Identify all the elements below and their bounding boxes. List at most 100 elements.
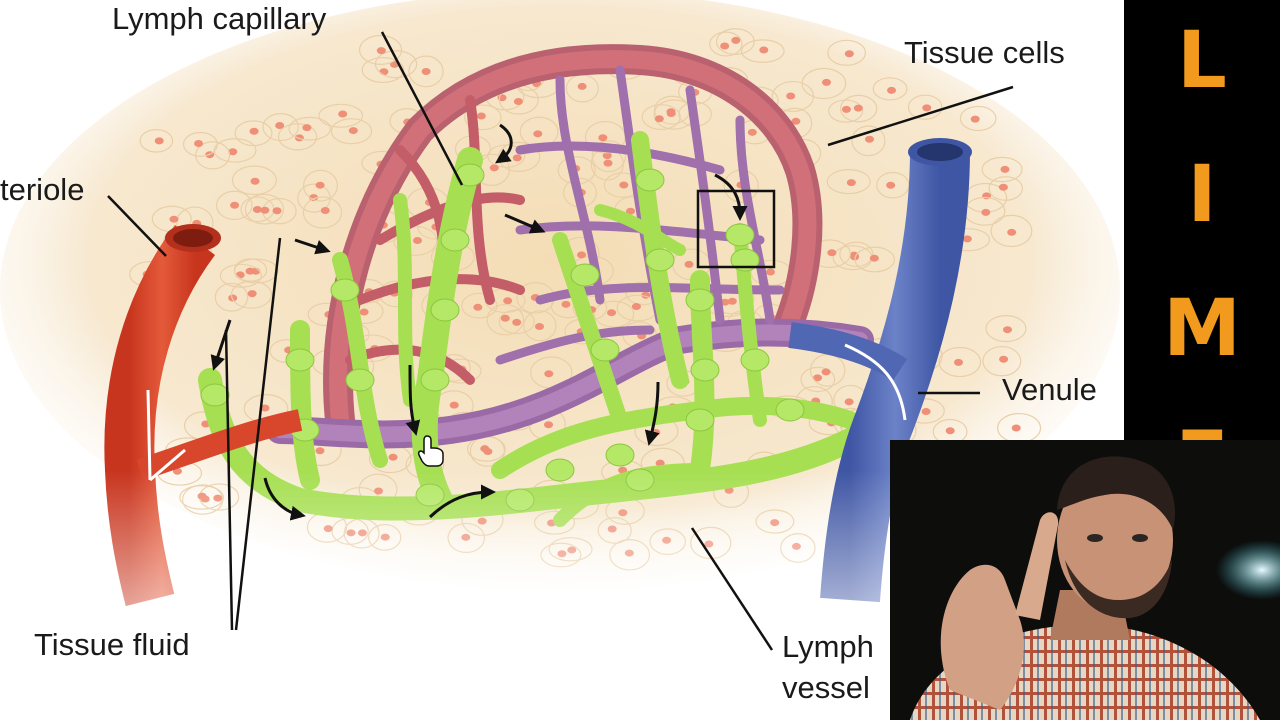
cell-nucleus xyxy=(379,68,389,76)
cell-nucleus xyxy=(765,268,775,276)
tissue-cell xyxy=(872,77,908,101)
cell-nucleus xyxy=(489,164,499,172)
tissue-cell xyxy=(230,280,273,309)
tissue-cell xyxy=(330,118,373,145)
cell-nucleus xyxy=(272,207,282,215)
tissue-cell xyxy=(214,282,249,312)
lamp-glow xyxy=(1216,540,1280,600)
cell-nucleus xyxy=(480,445,490,453)
presenter-hair xyxy=(1057,456,1176,530)
cell-nucleus xyxy=(853,104,863,112)
lymph-bulge xyxy=(570,263,600,287)
label-tissue-fluid: Tissue fluid xyxy=(34,627,190,662)
cell-nucleus xyxy=(827,249,837,257)
tissue-cell xyxy=(461,292,498,319)
cell-nucleus xyxy=(449,401,459,409)
cell-nucleus xyxy=(846,179,856,187)
tissue-cell xyxy=(709,31,743,57)
tissue-cell xyxy=(464,104,502,131)
cell-nucleus xyxy=(275,121,285,129)
tissue-cell xyxy=(641,104,681,131)
cell-nucleus xyxy=(841,105,851,113)
tissue-cell xyxy=(988,176,1023,201)
tissue-cell xyxy=(358,34,403,65)
tissue-cell xyxy=(139,129,174,153)
tissue-cell xyxy=(215,190,253,221)
label-tissue-cells: Tissue cells xyxy=(904,35,1065,70)
cell-nucleus xyxy=(1011,424,1021,432)
tissue-cell xyxy=(593,300,635,328)
tissue-cell xyxy=(826,169,871,195)
cell-nucleus xyxy=(607,309,617,317)
cell-nucleus xyxy=(228,294,238,302)
cell-nucleus xyxy=(577,251,587,259)
lymph-bulge xyxy=(635,168,665,192)
presenter-webcam xyxy=(890,440,1280,720)
cell-nucleus xyxy=(747,128,757,136)
tissue-cell xyxy=(740,39,785,63)
label-lymph-capillary: Lymph capillary xyxy=(112,1,327,36)
lymph-bulge xyxy=(685,408,715,432)
cell-nucleus xyxy=(684,260,694,268)
cell-nucleus xyxy=(473,303,483,311)
lymph-bulge xyxy=(420,368,450,392)
lymph-bulge xyxy=(590,338,620,362)
cell-nucleus xyxy=(998,183,1008,191)
cell-nucleus xyxy=(720,298,730,306)
cell-nucleus xyxy=(619,181,629,189)
tissue-cell xyxy=(318,103,364,128)
lymph-bulge xyxy=(740,348,770,372)
cell-nucleus xyxy=(981,208,991,216)
tissue-cell xyxy=(408,55,444,88)
venule-flow-arrow xyxy=(844,343,907,421)
cell-nucleus xyxy=(169,215,179,223)
cell-nucleus xyxy=(631,303,641,311)
tissue-cell xyxy=(302,169,339,202)
presenter-hand xyxy=(940,564,1024,710)
lymph-bulge xyxy=(430,298,460,322)
tissue-cell xyxy=(244,193,285,225)
tissue-cell xyxy=(800,366,836,393)
cell-nucleus xyxy=(786,92,796,100)
cell-nucleus xyxy=(512,154,522,162)
presenter-face xyxy=(1057,468,1173,612)
banner-letter-3: M xyxy=(1163,284,1241,374)
lymph-bulge xyxy=(645,248,675,272)
cell-nucleus xyxy=(359,308,369,316)
cell-nucleus xyxy=(1000,165,1010,173)
label-venule: Venule xyxy=(1002,372,1097,407)
tissue-cell xyxy=(715,28,755,56)
tissue-cell xyxy=(288,116,331,141)
cell-nucleus xyxy=(413,237,423,245)
cell-nucleus xyxy=(962,235,972,243)
cell-nucleus xyxy=(320,207,330,215)
cell-nucleus xyxy=(154,137,164,145)
tissue-cell xyxy=(982,345,1022,377)
tissue-cell xyxy=(938,346,982,378)
tissue-cell xyxy=(361,57,405,84)
cell-nucleus xyxy=(970,115,980,123)
cell-nucleus xyxy=(535,323,545,331)
cell-nucleus xyxy=(315,181,325,189)
highlight-box xyxy=(696,189,776,269)
cell-nucleus xyxy=(376,47,386,55)
lymph-bulge xyxy=(685,288,715,312)
tissue-cell xyxy=(959,105,997,132)
cell-nucleus xyxy=(886,181,896,189)
cell-nucleus xyxy=(844,398,854,406)
tissue-cell xyxy=(523,310,557,342)
tissue-cell xyxy=(839,94,878,123)
cell-nucleus xyxy=(654,115,664,123)
lymph-bulge xyxy=(775,398,805,422)
cell-nucleus xyxy=(348,127,358,135)
tissue-cell xyxy=(907,94,943,120)
label-lymph-vessel-line2: vessel xyxy=(782,670,870,705)
lymph-bulge xyxy=(605,443,635,467)
tissue-cell xyxy=(393,225,438,256)
cell-nucleus xyxy=(727,297,737,305)
presenter-finger xyxy=(1015,512,1059,620)
lymph-bulge xyxy=(730,248,760,272)
cell-nucleus xyxy=(512,318,522,326)
tissue-cell xyxy=(262,113,299,142)
fluid-flow-arrows xyxy=(210,123,748,521)
